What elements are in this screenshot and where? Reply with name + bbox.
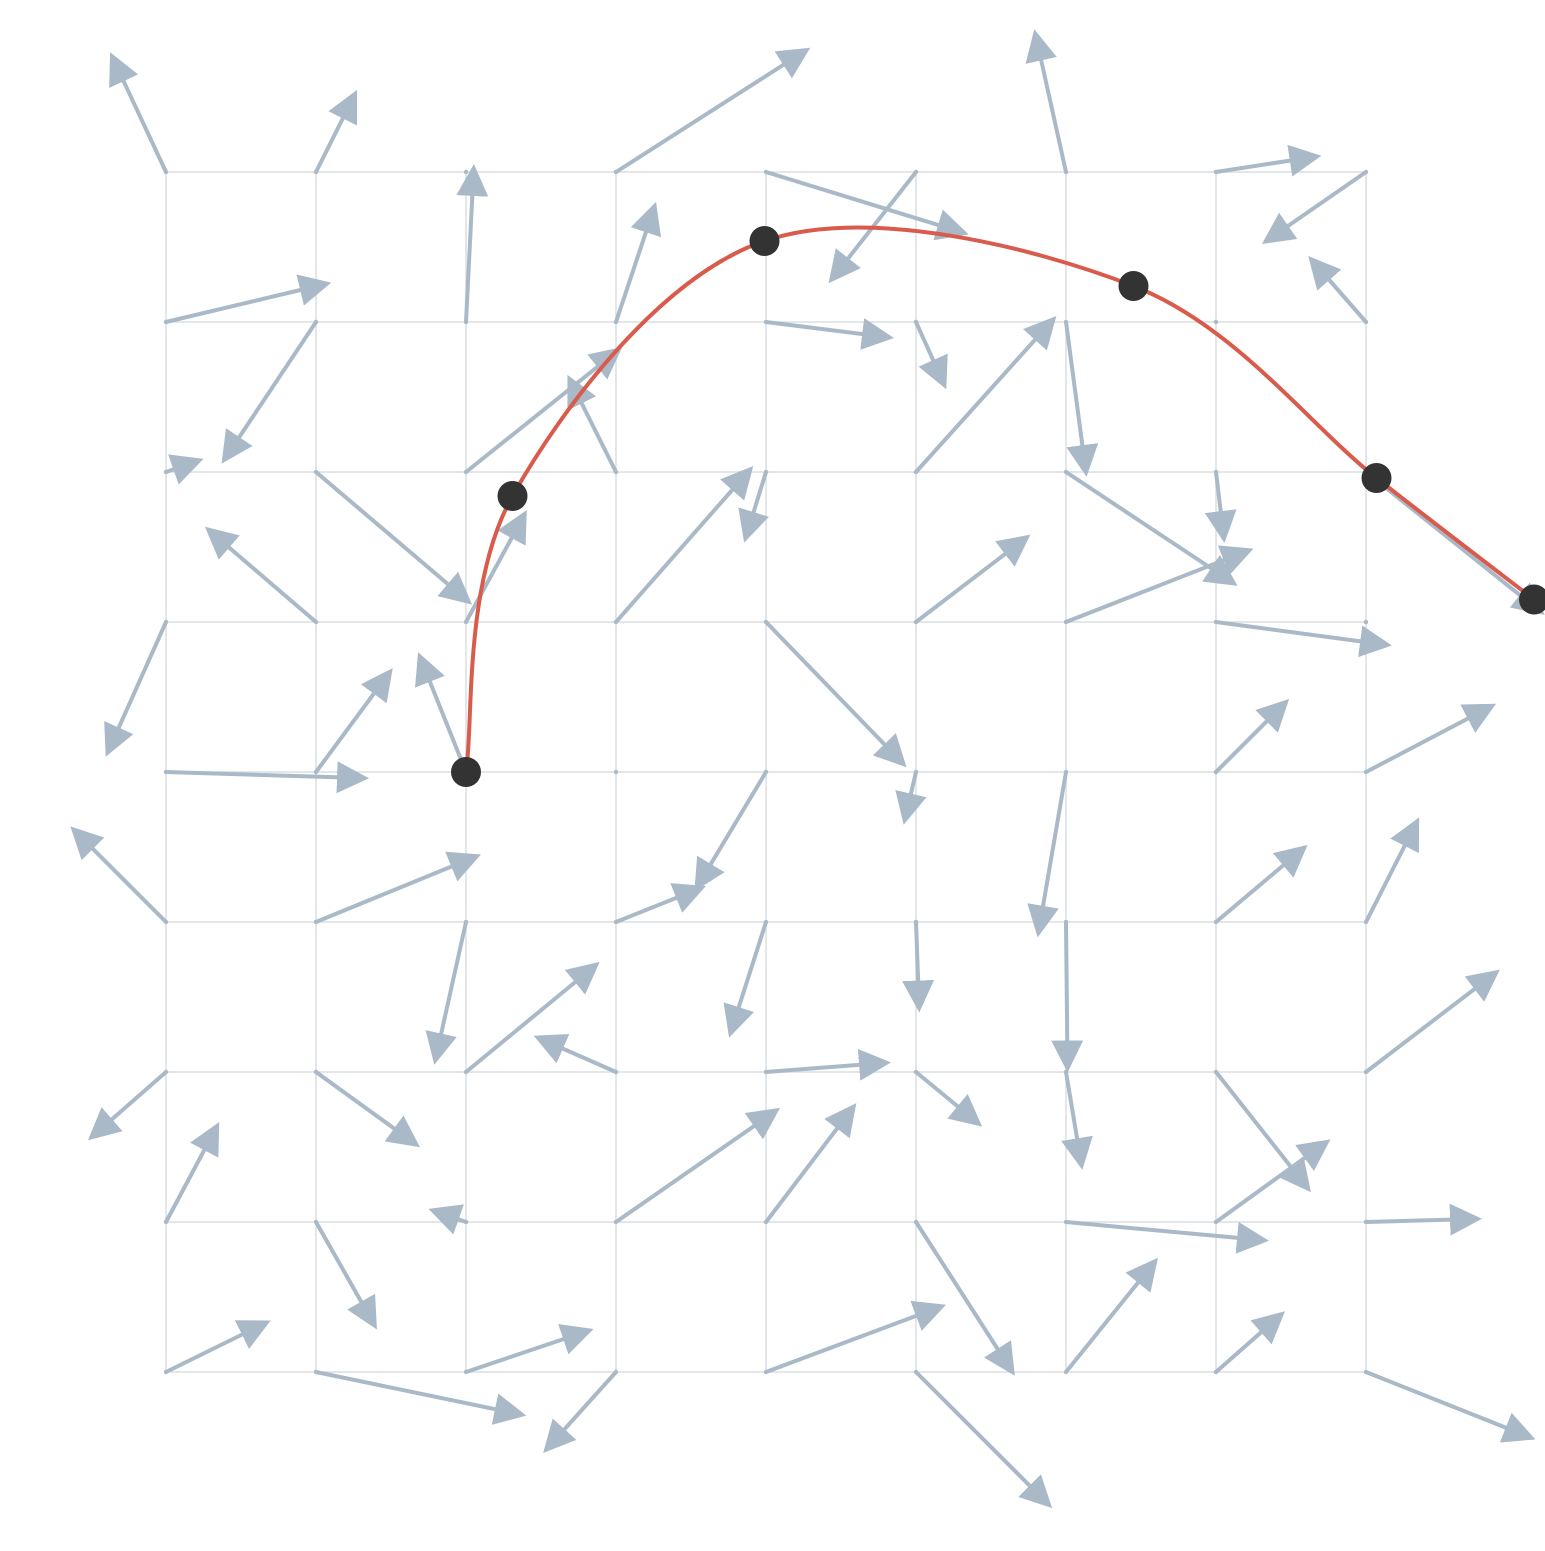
vector-arrow-5-4 <box>723 920 768 1038</box>
vector-arrow-4-7 <box>1214 698 1290 774</box>
vector-arrow-4-6 <box>1027 770 1068 938</box>
vector-arrow-8-2 <box>464 1324 594 1374</box>
vector-arrow-0-6 <box>1025 29 1068 174</box>
vector-arrow-5-2 <box>425 920 468 1065</box>
vector-arrow-7-1 <box>314 1220 377 1330</box>
vector-arrow-6-2 <box>464 961 600 1074</box>
vector-arrow-5-6 <box>1051 920 1084 1073</box>
vector-arrow-5-1 <box>314 851 481 924</box>
trajectory-node-0 <box>451 757 481 787</box>
vector-arrow-8-6 <box>1064 1257 1159 1374</box>
vector-arrow-6-6 <box>1061 1070 1093 1170</box>
vector-arrow-1-5 <box>914 320 948 390</box>
vector-arrow-5-7 <box>1214 844 1308 924</box>
vector-arrow-2-6 <box>1064 470 1238 586</box>
vector-arrow-5-8 <box>1364 817 1420 924</box>
vector-arrow-8-5 <box>914 1370 1053 1509</box>
vector-arrow-6-1 <box>314 1070 420 1148</box>
arrow-origin-0-2 <box>463 169 469 175</box>
vector-arrow-0-8 <box>1261 170 1368 245</box>
vector-arrow-8-0 <box>164 1320 271 1374</box>
vector-arrow-8-1 <box>314 1370 527 1425</box>
vector-arrow-1-0 <box>164 274 332 324</box>
vector-arrow-0-0 <box>109 52 168 174</box>
vector-arrow-2-2 <box>464 347 623 474</box>
trajectory-node-2 <box>749 226 780 256</box>
vector-arrow-3-1 <box>204 526 318 624</box>
vector-arrow-6-0 <box>87 1070 168 1141</box>
vector-arrow-7-2 <box>428 1204 468 1235</box>
vector-arrow-7-4 <box>764 1103 857 1224</box>
vector-arrow-5-5 <box>902 920 935 1013</box>
vector-arrow-3-4 <box>764 620 907 768</box>
vector-arrow-1-3 <box>614 201 662 324</box>
vector-arrow-3-6 <box>1064 545 1254 624</box>
vector-arrow-1-4 <box>764 318 894 350</box>
vector-arrow-0-7 <box>1214 144 1322 177</box>
vector-arrow-3-7 <box>1214 620 1392 658</box>
vector-arrow-6-8 <box>1364 969 1500 1074</box>
arrow-origin-3-8 <box>1363 619 1369 625</box>
vector-arrow-8-3 <box>543 1370 618 1453</box>
vector-arrow-1-6 <box>1064 320 1099 477</box>
vector-arrow-3-3 <box>614 465 754 624</box>
vector-arrow-7-6 <box>1064 1220 1269 1254</box>
vector-arrow-2-8 <box>1364 470 1545 615</box>
vector-arrow-2-0 <box>164 454 204 485</box>
vector-arrow-2-5 <box>914 316 1057 474</box>
vector-arrow-0-5 <box>828 170 918 284</box>
trajectory-node-3 <box>1118 271 1149 301</box>
vector-arrow-7-3 <box>614 1107 781 1224</box>
vector-arrow-3-5 <box>914 534 1031 624</box>
vector-arrow-6-5 <box>914 1070 983 1127</box>
vector-arrow-0-3 <box>614 47 811 174</box>
vector-arrow-7-0 <box>164 1121 220 1224</box>
arrow-origin-4-3 <box>613 769 619 775</box>
vector-arrow-8-8 <box>1364 1370 1536 1443</box>
trajectory-node-5 <box>1519 584 1545 615</box>
vector-arrow-6-3 <box>533 1034 618 1074</box>
vector-arrow-0-4 <box>764 170 969 241</box>
vector-arrow-1-1 <box>221 320 318 464</box>
vector-arrow-3-2 <box>464 509 527 624</box>
vector-arrow-4-8 <box>1364 703 1497 774</box>
vector-arrow-7-8 <box>1364 1203 1482 1236</box>
trajectory-node-1 <box>497 481 528 511</box>
vector-field-arrows <box>70 29 1545 1509</box>
vector-arrow-8-4 <box>764 1300 946 1374</box>
vector-arrow-5-0 <box>70 826 168 924</box>
vector-arrow-0-1 <box>314 89 358 174</box>
vector-arrow-2-1 <box>314 470 473 605</box>
vector-arrow-4-2 <box>415 652 468 774</box>
vector-arrow-5-3 <box>614 883 706 924</box>
trajectory-node-4 <box>1361 463 1392 493</box>
trajectory-nodes <box>451 226 1545 787</box>
vector-arrow-6-4 <box>764 1048 891 1081</box>
vector-arrow-2-4 <box>738 470 769 543</box>
vector-arrow-2-7 <box>1204 470 1237 543</box>
vector-arrow-4-1 <box>314 668 393 774</box>
vector-arrow-1-8 <box>1308 255 1368 324</box>
vector-arrow-7-7 <box>1214 1139 1331 1224</box>
vector-arrow-7-5 <box>914 1220 1015 1376</box>
arrow-origin-1-7 <box>1213 319 1219 325</box>
vector-arrow-4-0 <box>164 761 369 794</box>
vector-arrow-3-0 <box>104 620 168 757</box>
vector-arrow-1-2 <box>456 164 489 324</box>
vector-arrow-4-5 <box>895 770 927 825</box>
vector-arrow-8-7 <box>1214 1311 1286 1374</box>
vector-arrow-4-4 <box>694 770 768 892</box>
